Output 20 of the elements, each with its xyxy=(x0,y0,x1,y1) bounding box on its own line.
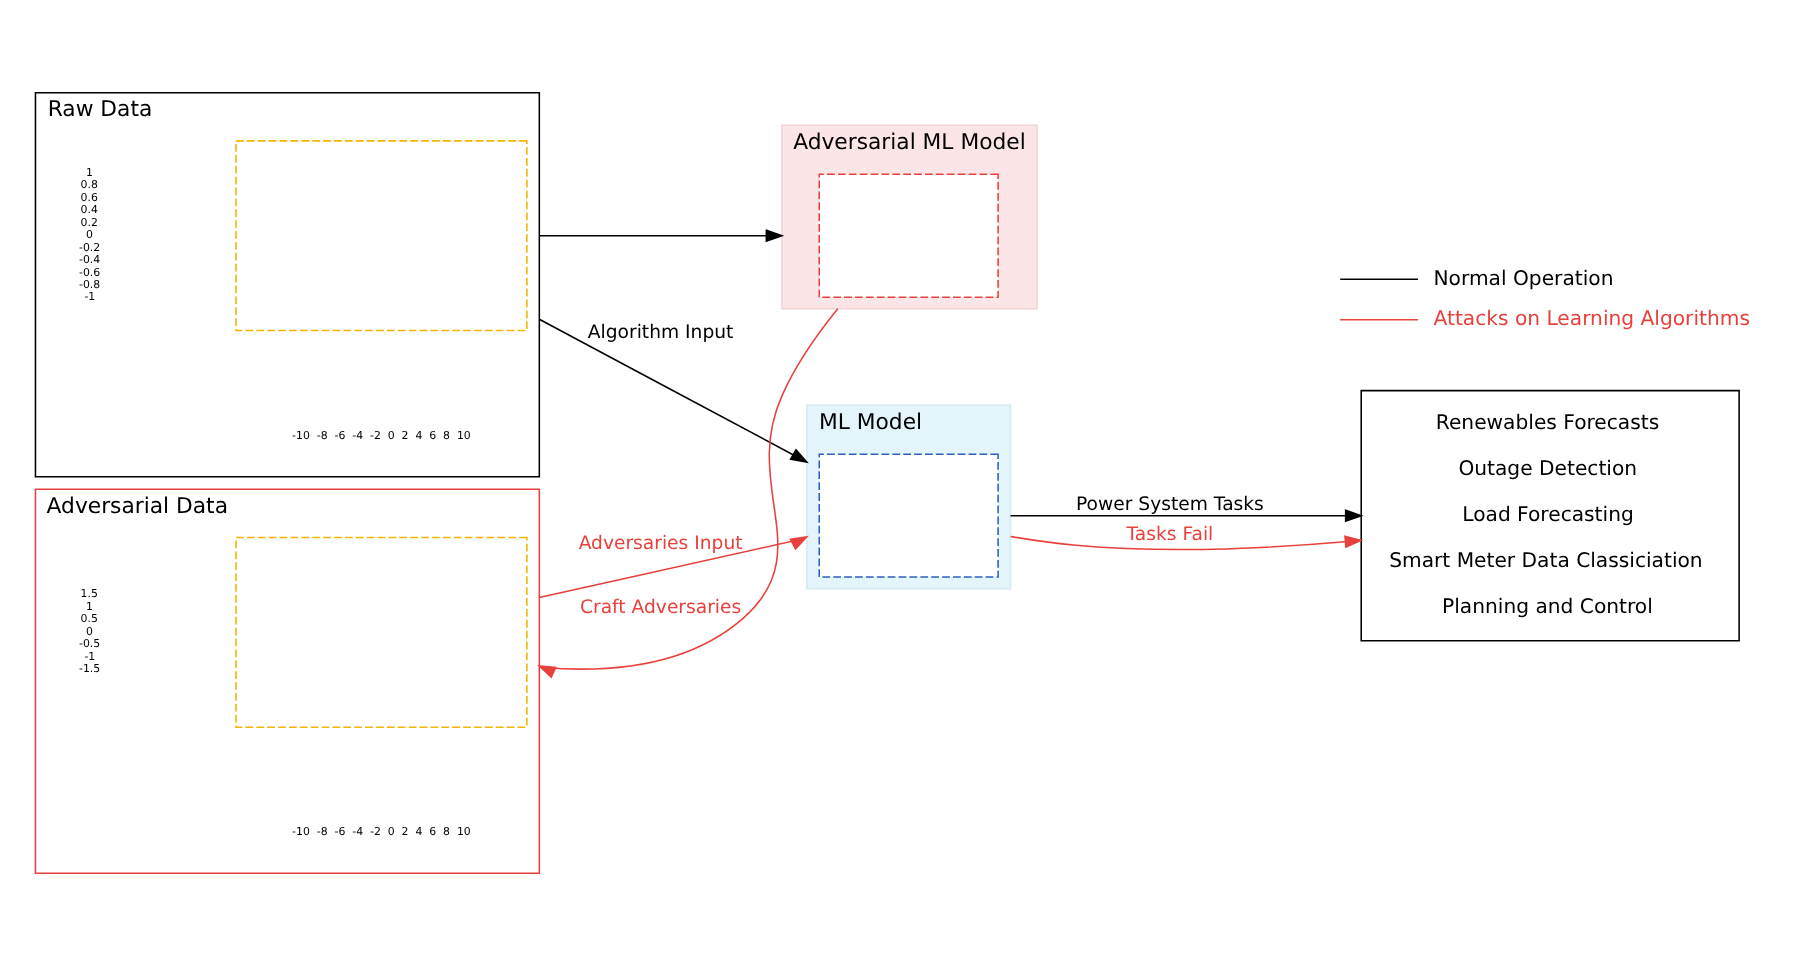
node-box xyxy=(235,139,528,331)
edge-label: Adversaries Input xyxy=(578,532,743,555)
cluster: Adversarial ML Model xyxy=(781,123,1038,309)
arrow xyxy=(537,307,839,678)
legend-label: Attacks on Learning Algorithms xyxy=(1433,308,1750,330)
arrow xyxy=(538,228,785,242)
legend-label: Normal Operation xyxy=(1433,267,1614,290)
arrow xyxy=(538,317,809,463)
arrow xyxy=(538,534,809,598)
node-box xyxy=(235,535,528,727)
node-box xyxy=(818,172,999,297)
node-box xyxy=(818,452,999,577)
arrow xyxy=(1009,534,1364,550)
edge-label: Power System Tasks xyxy=(1076,493,1264,516)
cluster: ML Model xyxy=(806,403,1012,589)
edge-label: Craft Adversaries xyxy=(579,596,742,619)
node-box: Renewables Forecasts Outage Detection Load Forecasting Smart Meter Data Classiciation Planning and Control xyxy=(1360,388,1740,641)
edge-label: Tasks Fail xyxy=(1126,522,1214,545)
edge-label: Algorithm Input xyxy=(587,320,734,343)
arrow xyxy=(1009,508,1364,522)
